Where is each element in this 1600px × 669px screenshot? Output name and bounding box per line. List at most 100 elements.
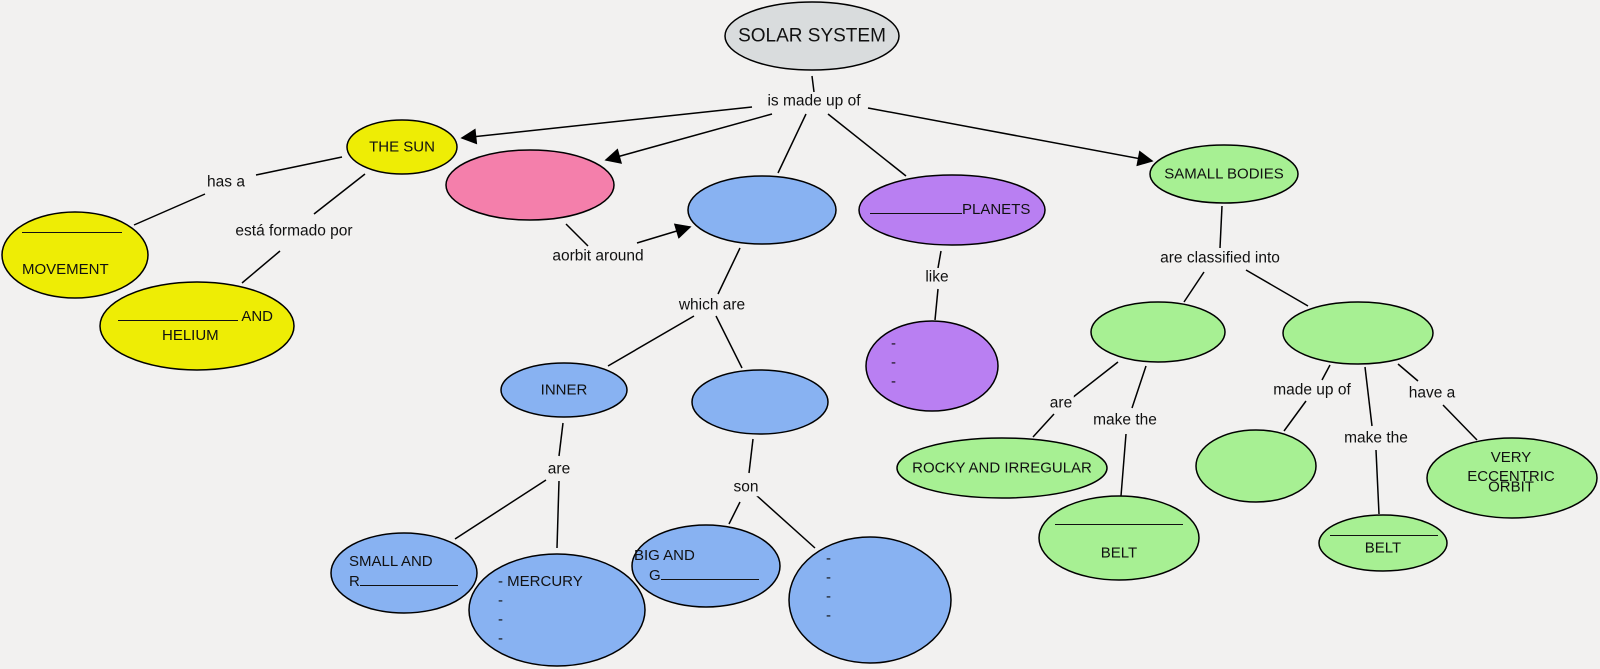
list-item: -: [498, 611, 503, 628]
connector-lines: [133, 75, 1478, 549]
node-pink-blank: [445, 149, 615, 221]
link-line: [1131, 365, 1147, 409]
link-line: [1219, 205, 1223, 249]
small-r-label: R: [349, 571, 458, 591]
arrow-to-blue: [636, 223, 692, 244]
rocky-label: ROCKY AND IRREGULAR: [912, 459, 1092, 477]
node-inner: [500, 362, 628, 418]
node-belt-2: [1318, 514, 1448, 572]
node-helium: [99, 281, 295, 371]
helium-label: HELIUM: [162, 327, 219, 344]
sun-label: THE SUN: [369, 138, 435, 156]
node-green-blank-3: [1195, 429, 1317, 503]
movement-label: MOVEMENT: [22, 261, 109, 278]
link-line: [565, 223, 589, 247]
link-line: [241, 250, 281, 284]
list-item: -: [891, 373, 896, 390]
link-line: [1442, 404, 1478, 441]
outer-list: - - - -: [826, 549, 831, 625]
belt-1-blank: [1055, 510, 1183, 530]
node-small-and-r: [330, 532, 478, 614]
link-line: [133, 193, 206, 226]
link-line: [255, 156, 343, 176]
planets-list: - - -: [891, 334, 896, 391]
eccentric-label-2: ORBIT: [1488, 478, 1534, 496]
link-line: [1071, 361, 1119, 399]
link-line: [717, 247, 741, 295]
big-g-label: G: [649, 565, 759, 585]
list-item: -: [498, 592, 503, 609]
list-item: -: [826, 588, 831, 605]
arrow-to-pink: [604, 113, 773, 164]
link-line: [1120, 433, 1127, 497]
movement-blank: [22, 218, 122, 238]
link-label-orbit-around: aorbit around: [550, 247, 646, 265]
list-item: -: [826, 550, 831, 567]
link-line: [1397, 363, 1419, 382]
link-label-like: like: [923, 268, 951, 286]
planets-label: PLANETS: [870, 199, 1030, 219]
list-item: - MERCURY: [498, 573, 583, 590]
link-line: [728, 501, 741, 525]
link-line: [937, 250, 942, 269]
node-planets-list: [865, 320, 999, 412]
node-small-bodies: [1149, 144, 1299, 204]
node-rocky: [896, 437, 1108, 499]
link-label-made-up-of-2: made up of: [1271, 381, 1353, 399]
link-line: [607, 315, 695, 367]
link-line: [556, 480, 560, 549]
belt-2-blank: [1330, 521, 1438, 541]
small-and-label: SMALL AND: [349, 553, 433, 570]
node-solar-system: [724, 1, 900, 71]
list-item: -: [891, 354, 896, 371]
node-green-blank-1: [1090, 301, 1226, 363]
list-item: -: [826, 569, 831, 586]
link-line: [1364, 366, 1373, 427]
node-blue-blank: [687, 175, 837, 245]
helium-line-1: AND: [118, 306, 273, 326]
link-label-have-a: have a: [1406, 384, 1458, 402]
link-label-formado: está formado por: [233, 222, 355, 240]
list-item: -: [826, 607, 831, 624]
link-line: [1032, 413, 1055, 438]
node-belt-1: [1038, 495, 1200, 581]
link-label-made-up-of: is made up of: [765, 92, 863, 110]
link-line: [811, 75, 815, 93]
title-label: SOLAR SYSTEM: [738, 25, 886, 47]
link-label-has-a: has a: [205, 173, 247, 191]
link-line: [755, 494, 816, 549]
link-line: [558, 422, 564, 457]
node-green-blank-2: [1282, 301, 1434, 365]
belt-1-label: BELT: [1100, 544, 1138, 562]
small-bodies-label: SAMALL BODIES: [1164, 165, 1284, 183]
link-label-are-inner: are: [545, 460, 573, 478]
link-label-make-the-2: make the: [1342, 429, 1410, 447]
link-label-make-the-1: make the: [1091, 411, 1159, 429]
node-planets: [858, 174, 1046, 246]
link-line: [1245, 269, 1309, 307]
belt-2-label: BELT: [1364, 539, 1402, 557]
node-eccentric: [1426, 437, 1598, 519]
list-item: -: [891, 335, 896, 352]
arrow-to-sun: [460, 106, 753, 145]
link-label-son: son: [731, 478, 761, 496]
link-line: [777, 113, 807, 174]
link-line: [1321, 364, 1331, 381]
link-line: [313, 173, 366, 215]
mercury-list: - MERCURY - - -: [498, 572, 583, 648]
link-line: [827, 113, 907, 177]
eccentric-label-1: VERY ECCENTRIC: [1467, 449, 1555, 485]
node-outer-blank: [691, 369, 829, 435]
inner-label: INNER: [540, 381, 588, 399]
link-line: [748, 438, 754, 474]
node-movement: [1, 211, 149, 299]
link-line: [715, 315, 743, 369]
node-big-and-g: [631, 524, 781, 608]
big-and-label: BIG AND: [634, 547, 695, 564]
link-line: [454, 479, 547, 540]
link-line: [1283, 400, 1307, 432]
link-label-which-are: which are: [676, 296, 748, 314]
node-mercury-list: [468, 553, 646, 667]
